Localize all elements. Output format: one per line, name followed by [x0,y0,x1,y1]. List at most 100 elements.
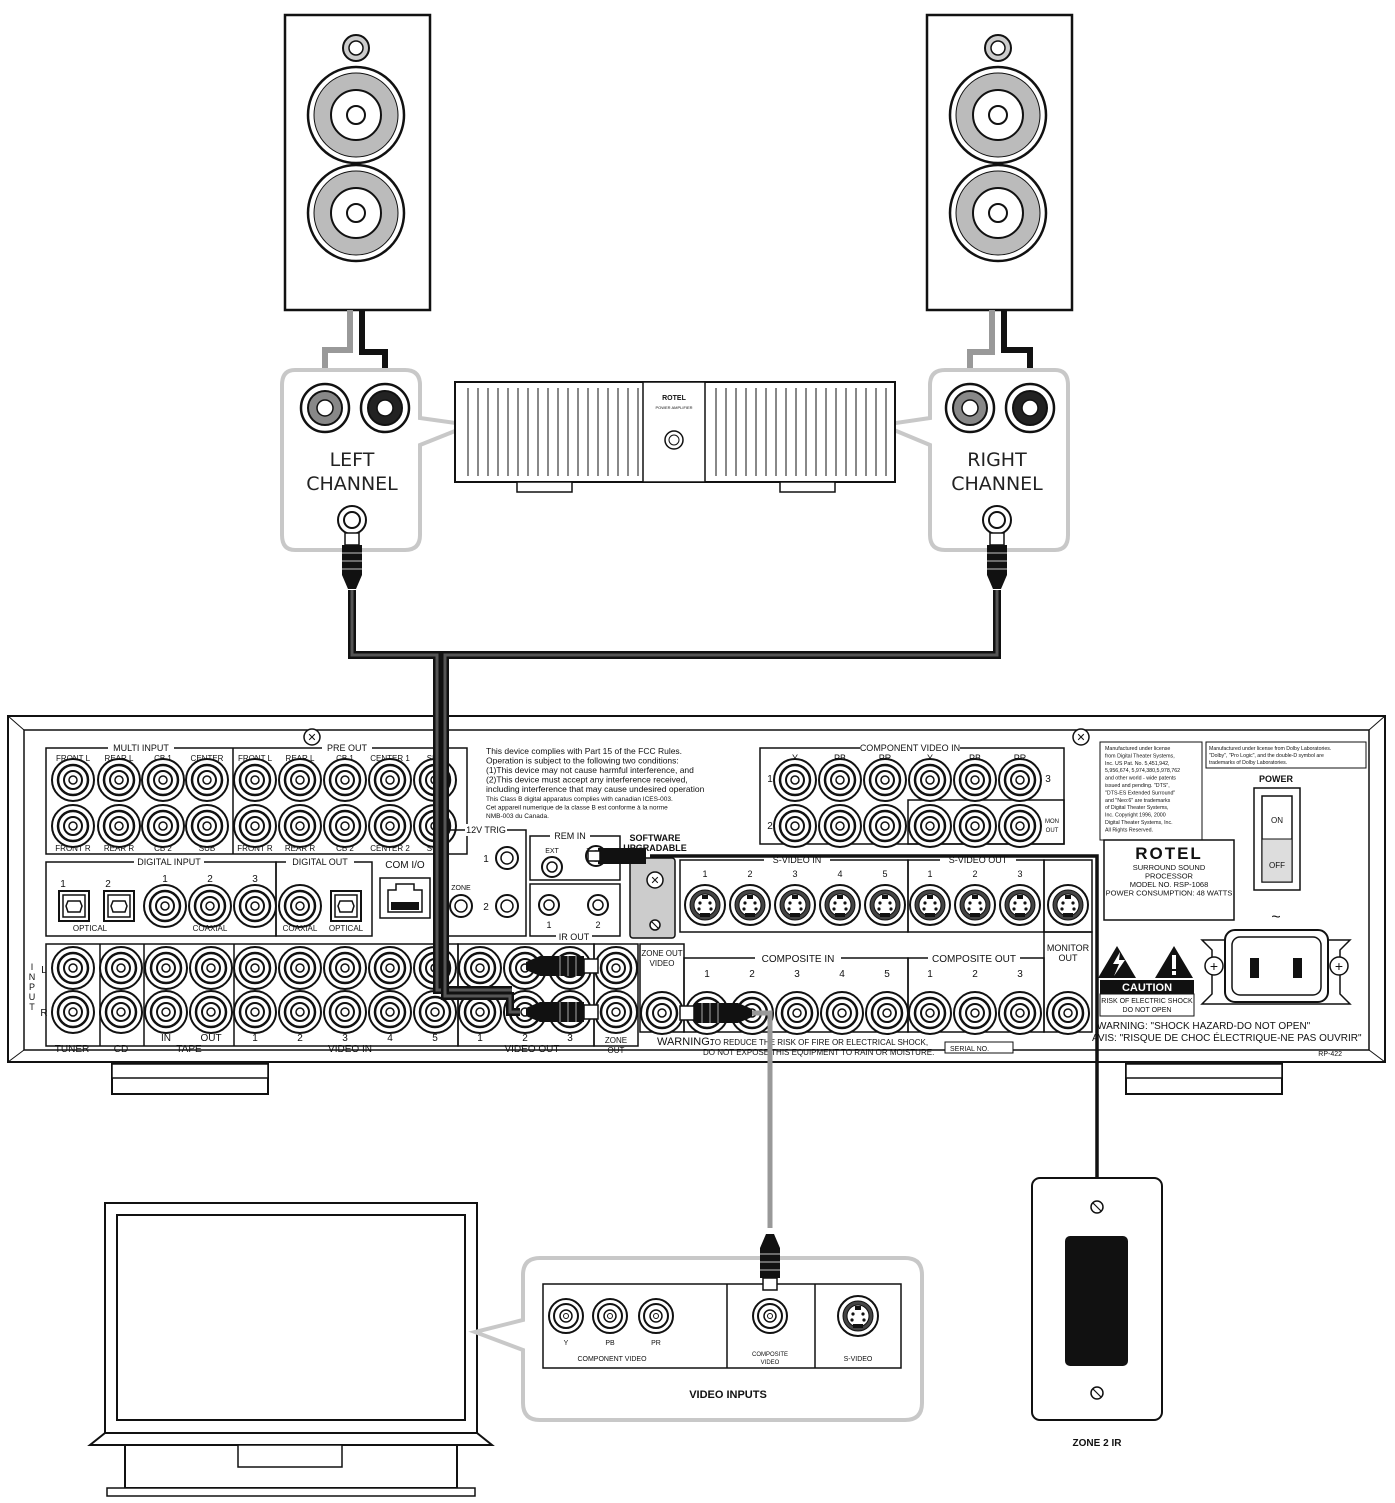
pre-out-jack[interactable] [232,803,278,849]
coaxial-output[interactable] [277,883,323,929]
component-video-jack[interactable] [997,757,1043,803]
coaxial-input-3[interactable] [232,883,278,929]
s-video-in-jack[interactable] [774,884,816,926]
analog-jack[interactable] [277,989,323,1035]
composite-out-jack[interactable] [907,990,953,1036]
analog-jack[interactable] [188,989,234,1035]
svg-text:1: 1 [767,774,773,785]
analog-jack[interactable] [98,989,144,1035]
pre-out-jack[interactable] [322,803,368,849]
coaxial-input-1[interactable] [142,883,188,929]
analog-jack[interactable] [367,945,413,991]
composite-out-jack[interactable] [997,990,1043,1036]
component-video-jack[interactable] [862,803,908,849]
multi-input-jack[interactable] [96,757,142,803]
composite-in-jack[interactable] [864,990,910,1036]
analog-jack[interactable] [143,945,189,991]
tv-component-pb-jack[interactable] [592,1298,628,1334]
svg-text:OPTICAL: OPTICAL [329,924,364,933]
optical-output[interactable] [330,890,362,922]
multi-input-jack[interactable] [50,803,96,849]
input-side-letter: U [29,992,36,1002]
tv-component-pr-jack[interactable] [638,1298,674,1334]
pre-out-jack[interactable] [277,757,323,803]
composite-in-num: 1 [704,969,710,980]
component-video-jack[interactable] [817,757,863,803]
pre-out-jack[interactable] [367,757,413,803]
s-video-out-jack[interactable] [954,884,996,926]
s-video-in-jack[interactable] [729,884,771,926]
monitor-s-video-out-jack[interactable] [1047,884,1089,926]
pre-out-jack[interactable] [277,803,323,849]
analog-jack[interactable] [457,945,503,991]
software-upgradable-label-2: UPGRADABLE [623,843,687,853]
component-video-jack[interactable] [997,803,1043,849]
svg-text:COMPOSITE: COMPOSITE [752,1352,788,1358]
analog-jack[interactable] [50,945,96,991]
analog-jack[interactable] [277,945,323,991]
com-io-label: COM I/O [385,860,425,871]
svg-text:L: L [41,965,47,976]
s-video-in-jack[interactable] [819,884,861,926]
monitor-composite-out-jack[interactable] [1045,990,1091,1036]
component-video-jack[interactable] [862,757,908,803]
rem-in-label: REM IN [554,831,586,841]
component-video-jack[interactable] [772,803,818,849]
component-video-jack[interactable] [817,803,863,849]
pre-out-jack[interactable] [322,757,368,803]
composite-out-jack[interactable] [952,990,998,1036]
composite-in-jack[interactable] [774,990,820,1036]
composite-in-jack[interactable] [819,990,865,1036]
analog-jack[interactable] [232,989,278,1035]
dts-line: issued and pending. "DTS", [1105,783,1170,789]
optical-input-1[interactable] [58,890,90,922]
coaxial-input-2[interactable] [187,883,233,929]
input-side-letter: P [29,982,35,992]
multi-input-jack[interactable] [96,803,142,849]
pre-out-jack[interactable] [367,803,413,849]
s-video-out-jack[interactable] [999,884,1041,926]
rp-code: RP-422 [1318,1051,1342,1058]
tv-s-video-jack[interactable] [837,1295,879,1337]
component-video-jack[interactable] [952,757,998,803]
analog-jack[interactable] [188,945,234,991]
component-video-jack[interactable] [907,803,953,849]
analog-jack[interactable] [98,945,144,991]
warning-title: WARNING: [657,1036,713,1048]
svg-text:OPTICAL: OPTICAL [73,924,108,933]
analog-jack[interactable] [367,989,413,1035]
dolby-line: Manufactured under license from Dolby La… [1209,746,1331,752]
multi-input-jack[interactable] [184,757,230,803]
analog-jack[interactable] [143,989,189,1035]
component-video-jack[interactable] [907,757,953,803]
analog-jack[interactable] [593,945,639,991]
multi-input-jack[interactable] [184,803,230,849]
analog-jack[interactable] [50,989,96,1035]
cd-label: CD [114,1044,128,1055]
s-video-in-jack[interactable] [684,884,726,926]
svg-text:ZONE: ZONE [605,1036,627,1045]
analog-jack[interactable] [322,945,368,991]
s-video-in-jack[interactable] [864,884,906,926]
tv-s-video-label: S-VIDEO [844,1356,873,1363]
multi-input-jack[interactable] [140,757,186,803]
tv-composite-jack[interactable] [752,1298,788,1334]
component-video-in-label: COMPONENT VIDEO IN [860,743,960,753]
analog-jack[interactable] [593,989,639,1035]
optical-input-2[interactable] [103,890,135,922]
analog-jack[interactable] [232,945,278,991]
power-label: POWER [1259,774,1294,784]
multi-input-jack[interactable] [140,803,186,849]
cables [348,590,1099,1228]
tv-component-y-jack[interactable] [548,1298,584,1334]
left-channel-label-2: CHANNEL [306,473,398,495]
fcc-small-line: NMB-003 du Canada. [486,813,549,820]
pre-out-plug-1 [525,955,599,977]
multi-input-jack[interactable] [50,757,96,803]
analog-jack[interactable] [322,989,368,1035]
component-video-jack[interactable] [772,757,818,803]
component-video-jack[interactable] [952,803,998,849]
s-video-out-jack[interactable] [909,884,951,926]
zone-out-video-jack[interactable] [639,990,685,1036]
pre-out-jack[interactable] [232,757,278,803]
